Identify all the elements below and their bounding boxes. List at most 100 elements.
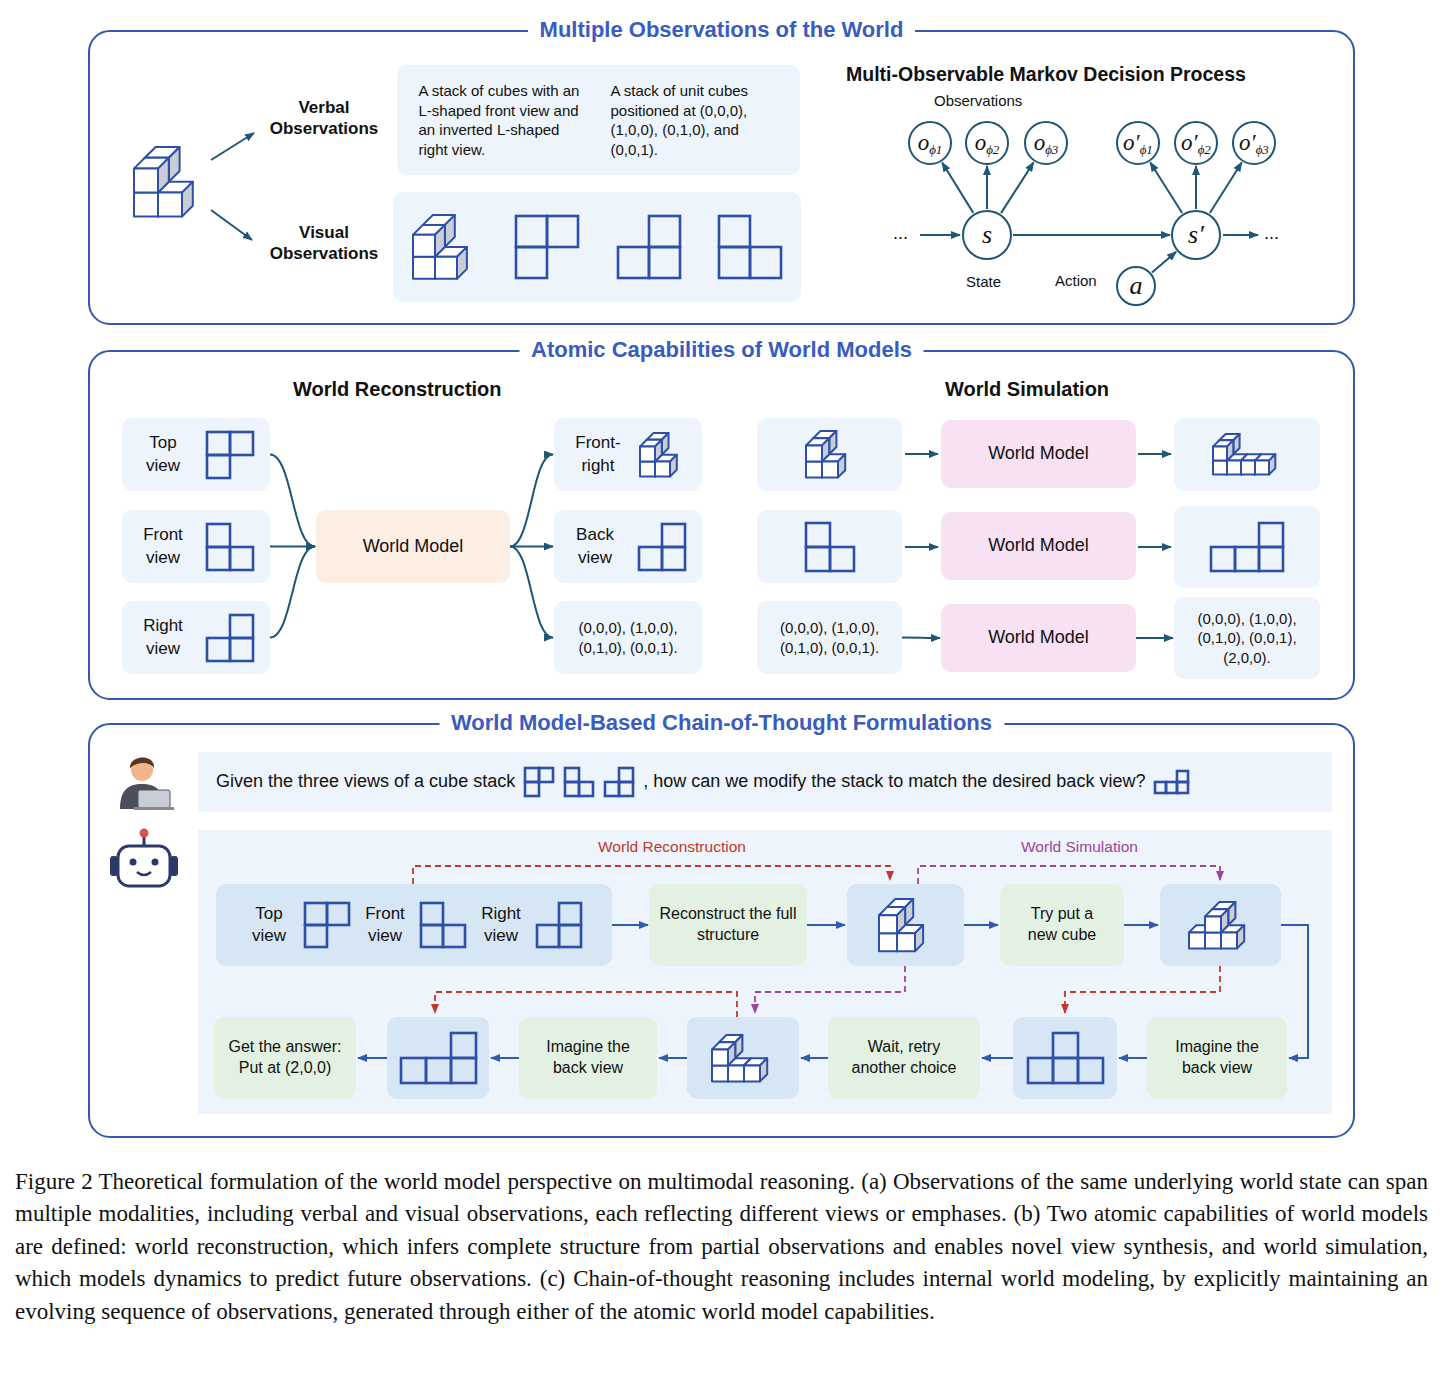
cube-side <box>829 431 836 454</box>
view-cell <box>559 903 581 925</box>
view-cell <box>421 903 443 925</box>
person-hair <box>130 757 154 768</box>
cube-front <box>640 461 655 476</box>
cube-front <box>879 915 897 933</box>
laptop <box>138 790 170 808</box>
view-box: Right view <box>122 601 270 674</box>
cube-front <box>134 169 158 193</box>
robot-smile <box>137 872 151 875</box>
observation-node: oϕ3 <box>1024 121 1068 165</box>
cube-side <box>457 247 467 279</box>
view-cell <box>618 247 649 278</box>
node-text: Imagine the back view <box>532 1037 644 1079</box>
cube-side <box>822 438 829 461</box>
view-cell <box>525 768 539 782</box>
node-text: World Model <box>988 626 1089 649</box>
view-box: Front view <box>122 510 270 583</box>
view-cell <box>305 903 327 925</box>
cube-front <box>1255 461 1269 475</box>
view-icon <box>804 521 856 573</box>
view-icon <box>303 901 351 949</box>
arrow <box>905 453 938 455</box>
text-label: Visual Observations <box>258 222 390 265</box>
text-label: ... <box>1264 222 1279 245</box>
text-label: State <box>966 273 1001 292</box>
connector <box>270 547 315 638</box>
cube-side <box>670 454 677 476</box>
view-icon <box>419 901 467 949</box>
world-model-box: World Model <box>941 420 1136 488</box>
cube-stack-icon <box>710 1033 777 1084</box>
view-box: Back view <box>554 510 702 583</box>
view-cell <box>639 547 662 570</box>
cube-stack-icon <box>1187 900 1254 951</box>
connector <box>902 637 940 640</box>
node-text: Given the three views of a cube stack <box>216 770 515 793</box>
view-cell <box>1177 771 1188 782</box>
view-cell <box>1053 1058 1078 1083</box>
step-box: Imagine the back view <box>519 1017 657 1099</box>
section-panel: Atomic Capabilities of World ModelsTop v… <box>88 350 1355 700</box>
cube-side <box>905 899 913 925</box>
state-node: s′ <box>1171 210 1221 260</box>
connector <box>1150 162 1182 213</box>
connector <box>942 163 973 213</box>
connector <box>986 166 988 209</box>
connector <box>1136 637 1173 639</box>
node-text: , how can we modify the stack to match t… <box>643 770 1145 793</box>
node-text: Wait, retry another choice <box>839 1037 969 1079</box>
node-text: Get the answer: Put at (2,0,0) <box>222 1037 348 1079</box>
observation-node: o′ϕ1 <box>1116 121 1160 165</box>
cube-front <box>728 1065 744 1081</box>
node-text: World Model <box>988 534 1089 557</box>
view-cell <box>207 432 230 455</box>
node-text: Right view <box>477 903 525 947</box>
dashed-arrow <box>1065 966 1220 1013</box>
node-text: ϕ2 <box>1198 142 1211 158</box>
cube-side <box>445 215 455 247</box>
node-text: World Model <box>988 442 1089 465</box>
connector <box>270 455 315 547</box>
node-text: Top view <box>137 432 189 476</box>
antenna-tip <box>140 829 149 838</box>
arrow <box>1138 453 1171 455</box>
arrow <box>982 1057 1013 1059</box>
text-label: Action <box>1055 272 1097 291</box>
text-label: World Simulation <box>1021 837 1138 856</box>
picture-box <box>1013 1017 1117 1099</box>
cube-front <box>879 933 897 951</box>
view-cell <box>1028 1058 1053 1083</box>
view-icon <box>205 430 255 480</box>
step-box: Imagine the back view <box>1147 1017 1287 1099</box>
view-cell <box>230 547 253 570</box>
cube-side <box>655 439 662 461</box>
node-text: ϕ3 <box>1045 142 1058 158</box>
connector <box>1210 162 1242 213</box>
view-cell <box>327 903 349 925</box>
cube-front <box>640 446 655 461</box>
picture-box <box>847 884 964 966</box>
view-cell <box>230 432 253 455</box>
arrow <box>211 133 254 160</box>
cube-side <box>182 182 193 217</box>
view-box: Top view <box>122 418 270 491</box>
cube-front <box>1205 916 1221 932</box>
text-label: World Reconstruction <box>293 377 502 402</box>
coordinate-box: (0,0,0), (1,0,0), (0,1,0), (0,0,1), (2,0… <box>1174 597 1320 679</box>
view-cell <box>1177 782 1188 793</box>
text-label: Observations <box>934 92 1022 111</box>
question-box: Given the three views of a cube stack , h… <box>198 752 1332 812</box>
node-text: a <box>1130 271 1143 301</box>
view-cell <box>451 1033 476 1058</box>
node-text: Reconstruct the full structure <box>658 904 798 946</box>
view-cell <box>537 925 559 947</box>
view-cell <box>806 523 830 547</box>
node-text: Imagine the back view <box>1161 1037 1273 1079</box>
cube-front <box>435 257 457 279</box>
picture-box <box>687 1017 799 1099</box>
verbal-box: A stack of cubes with an L-shaped front … <box>397 65 800 175</box>
dashed-arrow <box>755 966 905 1013</box>
state-node: s <box>962 210 1012 260</box>
step-box: Try put a new cube <box>1000 884 1124 966</box>
cube-side <box>915 925 923 951</box>
